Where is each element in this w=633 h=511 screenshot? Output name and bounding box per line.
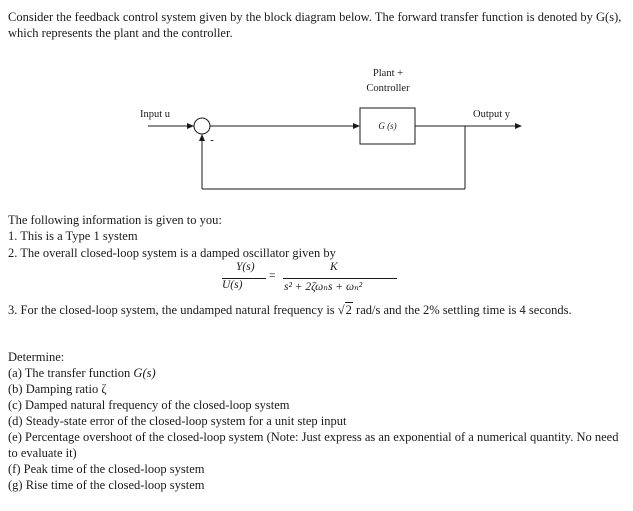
problem-intro: Consider the feedback control system giv… [8,10,622,40]
info-item-1: 1. This is a Type 1 system [8,229,138,243]
output-arrowhead [515,123,522,129]
block-title-line1: Plant + [372,68,404,79]
question-g: (g) Rise time of the closed-loop system [8,478,205,492]
eq-fraction-bar-left [222,278,266,279]
question-b: (b) Damping ratio ζ [8,382,107,396]
sqrt-symbol: √ [337,303,345,317]
question-a-gs: G(s) [133,366,156,380]
closed-loop-equation: Y(s) U(s) = K s² + 2ζωₙs + ωₙ² [222,261,397,297]
forward-arrowhead [353,123,360,129]
sqrt-value: 2 [344,302,353,317]
question-d: (d) Steady-state error of the closed-loo… [8,414,347,428]
input-arrowhead [187,123,194,129]
info-item-3: 3. For the closed-loop system, the undam… [8,302,623,318]
question-a-text: (a) The transfer function [8,366,134,380]
question-c: (c) Damped natural frequency of the clos… [8,398,290,412]
eq-equals-sign: = [269,270,276,282]
determine-heading: Determine: [8,350,65,364]
block-diagram: Plant + Controller G (s) Input u Output … [0,60,633,200]
eq-numerator-right: K [330,261,338,273]
eq-numerator-left: Y(s) [236,261,255,273]
info-item-3-part2: rad/s and the 2% settling time is 4 seco… [352,303,572,317]
block-diagram-lines [148,107,522,190]
block-label: G (s) [378,121,397,131]
info-heading: The following information is given to yo… [8,213,222,227]
summing-junction [193,117,211,135]
output-label: Output y [473,109,511,120]
eq-fraction-bar-right [283,278,397,279]
eq-denominator-left: U(s) [222,279,243,291]
info-item-3-part1: 3. For the closed-loop system, the undam… [8,303,338,317]
input-label: Input u [140,109,171,120]
info-item-2: 2. The overall closed-loop system is a d… [8,246,336,260]
eq-denominator-right: s² + 2ζωₙs + ωₙ² [284,281,363,293]
question-f: (f) Peak time of the closed-loop system [8,462,205,476]
question-e: (e) Percentage overshoot of the closed-l… [8,430,619,460]
question-a: (a) The transfer function G(s) [8,365,156,381]
feedback-arrowhead [199,134,205,141]
minus-sign: - [210,135,214,146]
block-title-line2: Controller [366,83,410,94]
sqrt-expression: √2 [338,302,353,318]
